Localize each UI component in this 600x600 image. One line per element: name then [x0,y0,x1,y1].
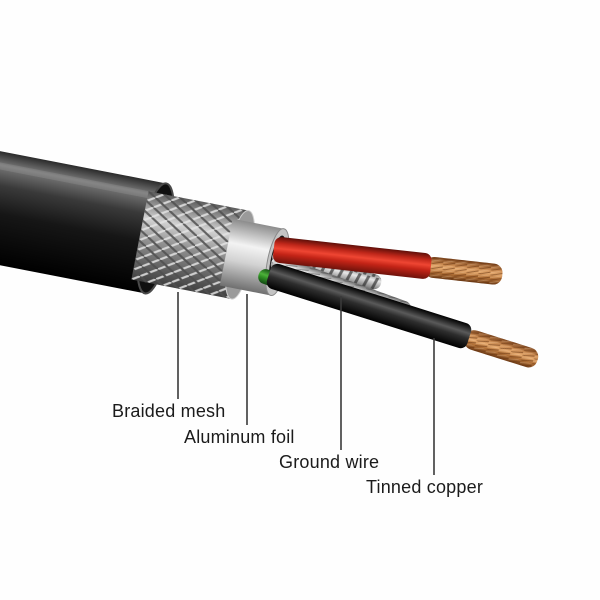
cable-assembly [0,136,539,368]
black-wire [266,263,539,368]
red-wire [273,237,503,285]
braided-mesh-shield [131,191,256,300]
label-tinned-copper: Tinned copper [366,477,484,497]
black-wire-insulation [266,263,472,349]
label-aluminum-foil: Aluminum foil [184,427,295,447]
tinned-copper-strands-red [424,256,503,285]
red-wire-insulation [273,237,432,279]
leader-lines [177,292,435,475]
label-braided-mesh: Braided mesh [112,401,226,421]
tinned-copper-strands-black [464,330,539,368]
label-ground-wire: Ground wire [279,452,380,472]
